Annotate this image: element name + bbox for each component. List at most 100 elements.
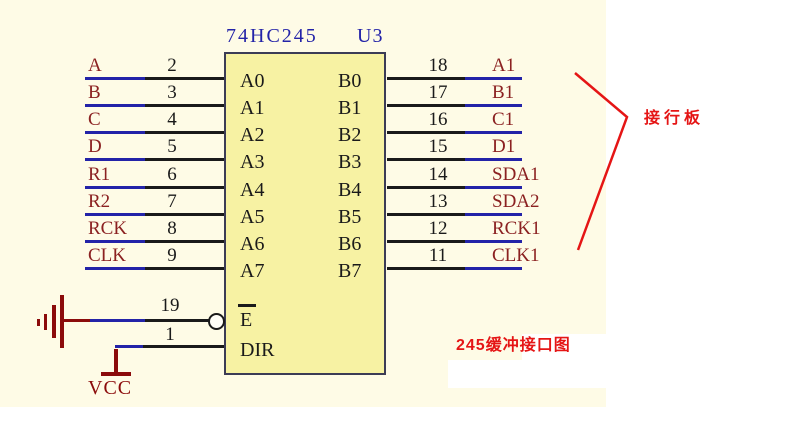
net-label-right: SDA1: [492, 164, 540, 185]
pin-number-right: 12: [428, 218, 448, 239]
port-label-a: A3: [240, 151, 265, 173]
wire-left-blue: [85, 131, 145, 134]
caption-white-patch: [522, 334, 606, 388]
wire-right-blue: [465, 131, 522, 134]
wire-right-blue: [465, 213, 522, 216]
port-label-b: B3: [338, 151, 362, 173]
wire-left-black: [145, 213, 224, 216]
pin-number-right: 18: [428, 55, 448, 76]
pin-number-right: 17: [428, 82, 448, 103]
net-label-right: C1: [492, 109, 515, 130]
pin-number-left: 4: [167, 109, 177, 130]
port-label-dir: DIR: [240, 339, 275, 361]
ground-bar-icon: [52, 305, 56, 338]
wire-right-black: [387, 158, 465, 161]
port-label-b: B4: [338, 179, 362, 201]
vcc-stem-icon: [114, 349, 118, 373]
wire-right-blue: [465, 186, 522, 189]
net-label-left: A: [88, 55, 102, 76]
pin-number-right: 11: [428, 245, 448, 266]
wire-right-blue: [465, 104, 522, 107]
wire-right-blue: [465, 158, 522, 161]
pin-number-left: 8: [167, 218, 177, 239]
vcc-bar-icon: [101, 372, 131, 376]
caption-text: 245缓冲接口图: [456, 337, 571, 354]
port-label-a: A7: [240, 260, 265, 282]
vcc-symbol: [100, 348, 140, 378]
pin-number-right: 13: [428, 191, 448, 212]
pin-number-left: 2: [167, 55, 177, 76]
port-label-b: B5: [338, 206, 362, 228]
ic-body-74hc245: [224, 52, 386, 375]
dir-wire-black: [143, 345, 224, 348]
net-label-left: C: [88, 109, 101, 130]
net-label-left: D: [88, 136, 102, 157]
port-label-a: A4: [240, 179, 265, 201]
wire-right-blue: [465, 240, 522, 243]
wire-left-blue: [85, 158, 145, 161]
wire-right-black: [387, 131, 465, 134]
enable-wire-black: [145, 319, 209, 322]
wire-right-black: [387, 213, 465, 216]
pin-number-right: 15: [428, 136, 448, 157]
pin-number-enable: 19: [160, 295, 180, 316]
port-label-a: A1: [240, 97, 265, 119]
ground-bar-icon: [60, 295, 64, 348]
wire-right-black: [387, 267, 465, 270]
vcc-label: VCC: [88, 377, 133, 399]
wire-left-black: [145, 104, 224, 107]
port-label-b: B0: [338, 70, 362, 92]
port-label-enable: E: [240, 309, 253, 331]
inverter-bubble: [208, 313, 225, 330]
pin-number-left: 5: [167, 136, 177, 157]
port-label-b: B7: [338, 260, 362, 282]
wire-left-blue: [85, 77, 145, 80]
wire-right-blue: [465, 267, 522, 270]
wire-right-black: [387, 77, 465, 80]
net-label-left: RCK: [88, 218, 128, 239]
pin-number-left: 3: [167, 82, 177, 103]
ground-symbol: [35, 293, 91, 353]
port-label-a: A2: [240, 124, 265, 146]
wire-right-black: [387, 240, 465, 243]
wire-left-black: [145, 240, 224, 243]
pin-number-left: 7: [167, 191, 177, 212]
port-label-b: B6: [338, 233, 362, 255]
pin-number-dir: 1: [165, 324, 175, 345]
bracket-icon: [574, 72, 629, 251]
enable-wire-blue: [90, 319, 145, 322]
net-label-left: CLK: [88, 245, 126, 266]
wire-left-blue: [85, 267, 145, 270]
wire-left-blue: [85, 104, 145, 107]
port-label-a: A6: [240, 233, 265, 255]
wire-right-black: [387, 104, 465, 107]
wire-left-blue: [85, 186, 145, 189]
caption-white-patch: [448, 360, 522, 388]
ground-bar-icon: [37, 319, 40, 326]
part-number-label: 74HC245: [226, 25, 318, 47]
net-label-right: D1: [492, 136, 516, 157]
pin-number-left: 9: [167, 245, 177, 266]
bracket-annotation: 接行板: [644, 110, 705, 127]
port-label-b: B2: [338, 124, 362, 146]
net-label-right: RCK1: [492, 218, 541, 239]
wire-right-blue: [465, 77, 522, 80]
wire-left-black: [145, 267, 224, 270]
net-label-left: B: [88, 82, 101, 103]
ground-wire-segment: [63, 319, 90, 322]
net-label-right: SDA2: [492, 191, 540, 212]
wire-left-black: [145, 131, 224, 134]
net-label-left: R1: [88, 164, 111, 185]
wire-left-black: [145, 77, 224, 80]
port-label-b: B1: [338, 97, 362, 119]
net-label-right: CLK1: [492, 245, 540, 266]
pin-number-right: 14: [428, 164, 448, 185]
port-label-a: A5: [240, 206, 265, 228]
net-label-right: A1: [492, 55, 516, 76]
dir-wire-blue: [115, 345, 143, 348]
pin-number-right: 16: [428, 109, 448, 130]
designator-label: U3: [357, 25, 384, 47]
wire-left-black: [145, 158, 224, 161]
pin-number-left: 6: [167, 164, 177, 185]
